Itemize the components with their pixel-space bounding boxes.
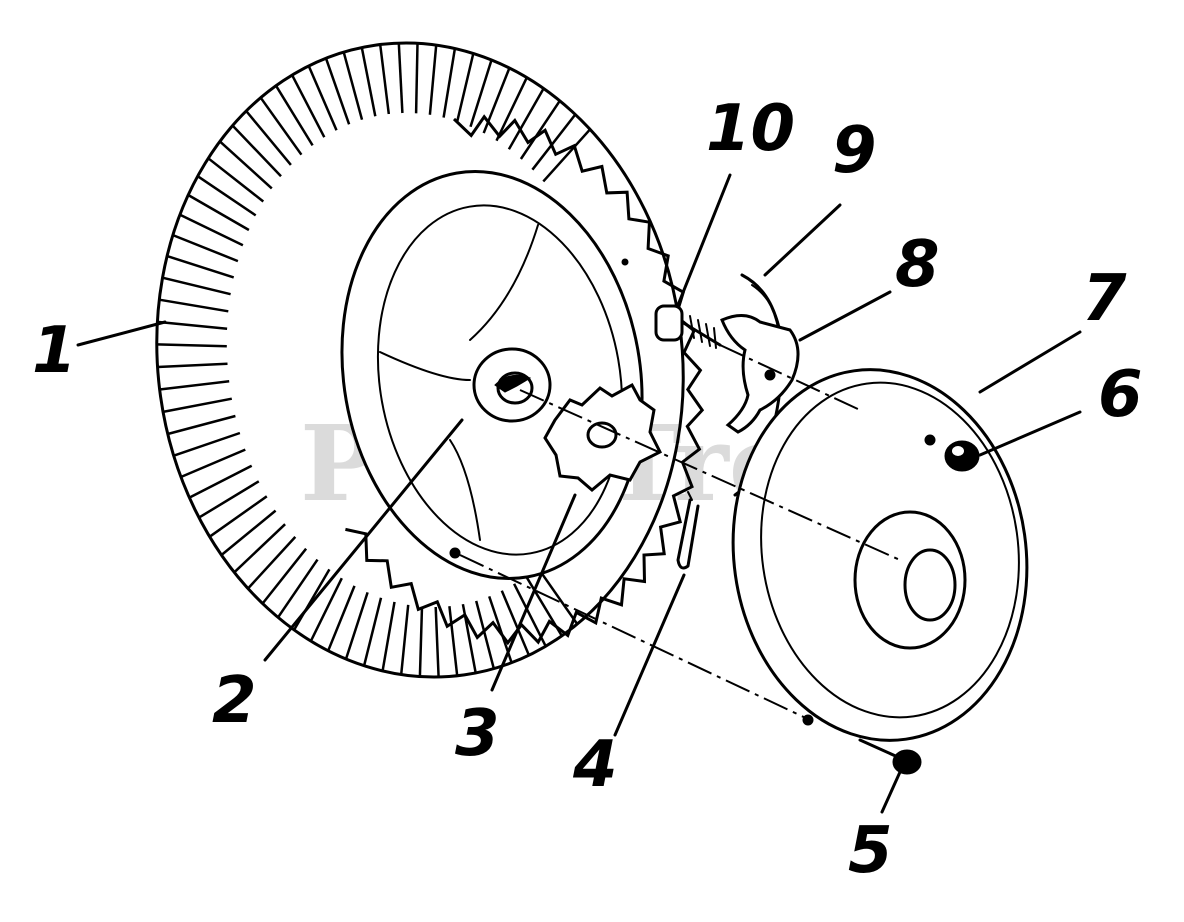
tread-rib (495, 77, 528, 142)
tread-rib (307, 65, 338, 131)
tread-rib (231, 124, 282, 178)
tread-rib (208, 495, 268, 538)
tread-rib (324, 57, 351, 125)
tread-rib (159, 380, 230, 391)
tread-rib (180, 448, 246, 479)
tread-rib (274, 85, 314, 147)
tread-rib (309, 577, 343, 642)
tread-rib (219, 140, 273, 190)
callout-labels: 1 2 3 4 5 6 7 8 9 10 (32, 92, 1143, 888)
tread-rib (188, 464, 253, 499)
tread-rib (172, 233, 239, 263)
tread-rib (198, 480, 260, 519)
tread-rib (434, 606, 440, 678)
tread-rib (414, 43, 419, 114)
callout-5: 5 (848, 814, 893, 888)
tread-rib (187, 193, 250, 232)
callout-3: 3 (455, 697, 500, 771)
tread-rib (399, 604, 410, 675)
callout-7: 7 (1082, 262, 1127, 336)
tread-rib (360, 47, 377, 117)
gear-tooth-outline (345, 114, 705, 646)
tread-rib (156, 343, 227, 348)
tread-rib (342, 51, 364, 121)
tread-rib (519, 100, 561, 160)
tread-rib (259, 96, 303, 156)
tread-rib (167, 414, 236, 436)
tread-rib (344, 592, 369, 660)
tread-rib (162, 276, 231, 296)
tread-rib (507, 87, 545, 150)
tread-rib (162, 397, 233, 414)
assembly-centerlines (459, 344, 901, 721)
tread-rib (276, 558, 319, 619)
tread-rib (179, 213, 244, 247)
tread-rib (159, 298, 229, 313)
tread-rib (327, 585, 356, 652)
callout-1: 1 (32, 314, 77, 388)
callout-9: 9 (832, 114, 877, 188)
tread-rib (207, 157, 265, 203)
tread-rib (500, 590, 531, 656)
tread-rib (428, 44, 438, 115)
tread-rib (378, 44, 391, 115)
tread-rib (469, 59, 493, 128)
tread-rib (474, 600, 496, 669)
tread-rib (536, 565, 579, 625)
tread-rib (247, 536, 297, 590)
cotter-pin-part-4 (676, 491, 700, 570)
callout-4: 4 (572, 728, 618, 802)
callout-8: 8 (895, 228, 940, 302)
tread-rib (157, 320, 228, 330)
tread-rib (157, 362, 228, 369)
callout-10: 10 (706, 92, 795, 166)
tread-rib (531, 113, 577, 171)
tread-rib (220, 509, 277, 556)
tread-rib (197, 175, 257, 217)
drive-washer-part-3 (543, 382, 663, 492)
tread-rib (261, 547, 308, 605)
tread-rib (173, 431, 241, 457)
tread-rib (233, 523, 286, 574)
screw-part-5 (858, 738, 922, 775)
nut-part-6 (944, 440, 980, 472)
callout-6: 6 (1098, 358, 1143, 432)
tread-rib (290, 74, 326, 138)
tread-rib (381, 601, 396, 672)
callout-2: 2 (212, 664, 257, 738)
tread-rib (293, 568, 331, 631)
tread-rib (542, 128, 591, 183)
tread-rib (166, 254, 235, 279)
wheel-gear-teeth (345, 114, 705, 646)
tread-rib (397, 43, 404, 114)
bolt-part-10 (654, 304, 722, 349)
leader-lines (76, 173, 1082, 814)
tread-rib (448, 606, 459, 676)
tread-rib (418, 606, 424, 677)
tread-rib (245, 110, 292, 166)
tire-tread (156, 43, 591, 678)
tread-rib (442, 48, 457, 118)
tread-rib (362, 597, 383, 667)
tread-rib (455, 53, 475, 122)
bushing-part-2 (472, 347, 552, 423)
